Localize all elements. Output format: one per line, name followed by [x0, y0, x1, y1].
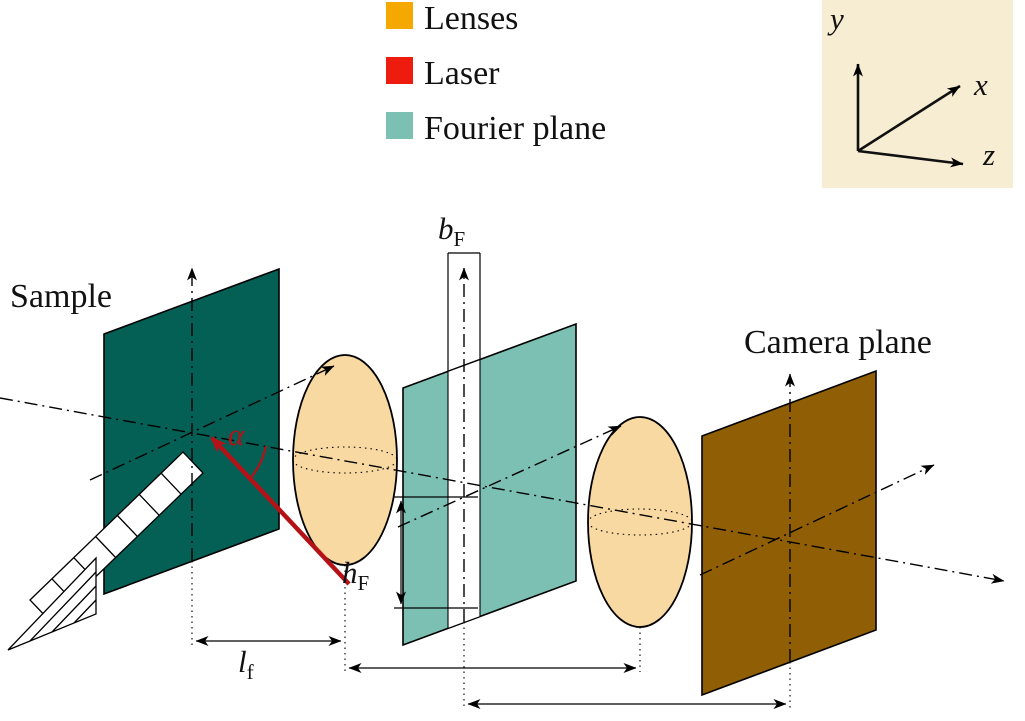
lens-distance-label: lf	[238, 644, 254, 685]
legend-label-fourier: Fourier plane	[424, 110, 607, 147]
laser	[210, 436, 351, 586]
legend-label-laser: Laser	[424, 55, 500, 92]
alpha-arc	[248, 445, 268, 481]
beam-wedge-hatch	[29, 571, 97, 642]
coordinate-frame-bg	[822, 0, 1013, 188]
y-axis-label: y	[830, 1, 844, 36]
legend-swatches	[386, 2, 413, 139]
lens-2	[587, 416, 693, 628]
beam-ladder-rungs	[51, 472, 182, 601]
legend-label-lenses: Lenses	[424, 0, 519, 37]
fourier-x-axis	[397, 425, 622, 528]
axes	[0, 267, 1005, 662]
sample-label: Sample	[10, 278, 112, 315]
camera-plane-label: Camera plane	[744, 324, 932, 361]
legend-swatch-laser	[386, 57, 413, 84]
dimension-lines	[195, 636, 787, 709]
alpha-label: α	[228, 417, 245, 452]
slit-height-label: hF	[342, 555, 370, 596]
slit-width-label: bF	[438, 211, 466, 252]
camera-x-axis	[699, 464, 935, 576]
optical-axis	[0, 397, 1005, 584]
z-axis-label: z	[983, 137, 996, 172]
beam-wedge	[7, 556, 97, 651]
legend-swatch-lenses	[386, 2, 413, 29]
slit-width-extension	[447, 252, 481, 371]
camera-plane	[701, 369, 877, 697]
slit-height-dim	[394, 496, 478, 609]
legend-swatch-fourier	[386, 112, 413, 139]
x-axis-label: x	[974, 67, 988, 102]
z-axis-arrow	[857, 149, 964, 168]
x-axis-arrow	[857, 84, 961, 153]
laser-beam-wavefronts	[7, 451, 204, 651]
coordinate-frame	[822, 0, 1013, 188]
lens-1	[292, 354, 398, 566]
lens-2-equator	[587, 508, 693, 536]
sample-x-axis	[89, 365, 335, 481]
fourier-plane	[402, 322, 577, 647]
lens-1-equator	[292, 446, 398, 474]
laser-arrow	[210, 436, 351, 586]
